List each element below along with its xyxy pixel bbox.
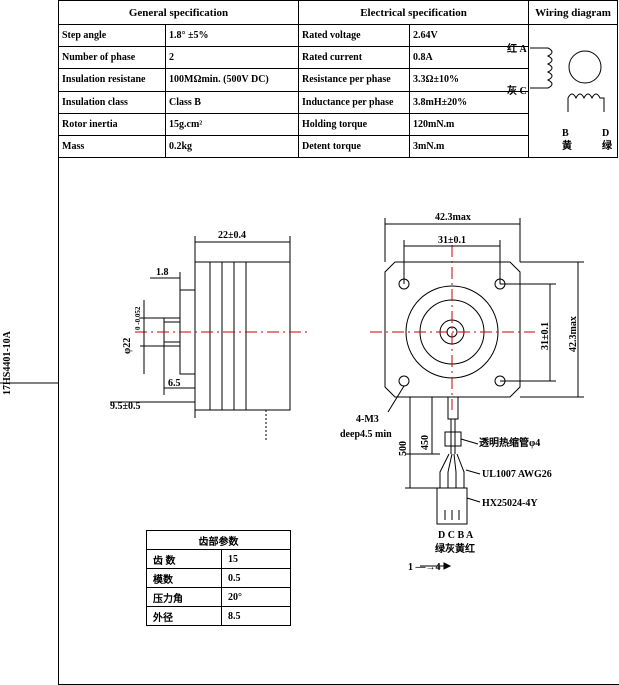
general-header: General specification (58, 0, 299, 26)
table-row: 模数 0.5 (146, 568, 291, 588)
table-row: Insulation resistane 100MΩmin. (500V DC)… (58, 68, 618, 92)
electrical-header: Electrical specification (297, 0, 530, 26)
spec-table: General specification Electrical specifi… (58, 0, 618, 159)
table-row: Number of phase 2 Rated current 0.8A (58, 46, 618, 70)
heat-shrink (444, 431, 462, 447)
wire-d-color: 绿 (602, 139, 613, 152)
cable-entry (447, 396, 459, 420)
table-row: Mass 0.2kg Detent torque 3mN.m (58, 134, 618, 159)
gear-parameter-table: 齿部参数 齿 数 15 模数 0.5 压力角 20° 外径 8.5 (146, 530, 291, 626)
pin-range: 1 —→4 (408, 562, 441, 573)
spec-value: 3mN.m (408, 134, 530, 159)
gear-value: 15 (221, 549, 291, 569)
dim-cable-500: 500 (398, 441, 409, 456)
coil-bd (567, 93, 605, 112)
mount-hole-spec: 4-M3 (356, 414, 379, 425)
wire-a-label: 红 A (507, 42, 528, 55)
dim-hole-height: 31±0.1 (540, 322, 551, 350)
front-view (370, 218, 584, 413)
dim-shaft-dia: φ22 (122, 338, 133, 354)
dim-body-width: 22±0.4 (218, 230, 246, 241)
coil-ac (530, 47, 553, 89)
dim-shaft-len: 9.5±0.5 (110, 401, 141, 412)
gear-label: 模数 (146, 568, 222, 588)
gear-value: 0.5 (221, 568, 291, 588)
dim-hole-width: 31±0.1 (438, 235, 466, 246)
mount-hole-depth: deep4.5 min (340, 429, 392, 440)
wire-c-label: 灰 C (507, 84, 527, 97)
rotor-symbol (568, 50, 602, 84)
gear-table-title: 齿部参数 (146, 530, 291, 550)
table-row: 压力角 20° (146, 587, 291, 607)
motor-body-side (194, 261, 291, 411)
gear-label: 齿 数 (146, 549, 222, 569)
gear-label: 外径 (146, 606, 222, 626)
spec-value: 3.8mH±20% (408, 90, 530, 114)
motor-face (384, 261, 521, 398)
spec-value: 3.3Ω±10% (408, 68, 530, 92)
wiring-diagram-cell (528, 24, 618, 158)
gear-label: 压力角 (146, 587, 222, 607)
pin-colors: 绿灰黄红 (435, 542, 475, 555)
table-row: Rotor inertia 15g.cm² Holding torque 120… (58, 112, 618, 136)
spec-label: Number of phase (58, 46, 166, 70)
wire-spec-label: UL1007 AWG26 (482, 469, 552, 480)
wire-b-label: B (562, 128, 569, 139)
dim-overall-height: 42.3max (568, 316, 579, 352)
dim-hub: 6.5 (168, 378, 181, 389)
spec-label: Inductance per phase (298, 90, 410, 114)
connector (436, 487, 468, 525)
wire-d-label: D (602, 128, 609, 139)
wiring-header: Wiring diagram (528, 0, 618, 26)
gear-value: 20° (221, 587, 291, 607)
spec-value: 0.8A (408, 46, 530, 70)
gear-value: 8.5 (221, 606, 291, 626)
wire-b-color: 黄 (562, 139, 572, 152)
dim-flange: 1.8 (156, 267, 169, 278)
spec-value: 100MΩmin. (500V DC) (165, 68, 299, 92)
table-row: Insulation class Class B Inductance per … (58, 90, 618, 114)
side-view (110, 236, 310, 440)
spec-label: Mass (58, 134, 166, 159)
sleeve-label: 透明热缩管φ4 (479, 436, 540, 449)
spec-label: Insulation class (58, 90, 166, 114)
mount-hole (398, 375, 410, 387)
dim-cable-450: 450 (420, 435, 431, 450)
wiring-diagram (530, 47, 605, 112)
connector-label: HX25024-4Y (482, 498, 538, 509)
table-row: Step angle 1.8° ±5% Rated voltage 2.64V (58, 24, 618, 158)
dim-shaft-tol: 0 -0.052 (134, 306, 142, 330)
table-row: 外径 8.5 (146, 606, 291, 626)
cable-assembly (405, 396, 481, 570)
table-row: 齿 数 15 (146, 549, 291, 569)
dim-overall-width: 42.3max (435, 212, 471, 223)
pin-letters: D C B A (438, 530, 474, 541)
